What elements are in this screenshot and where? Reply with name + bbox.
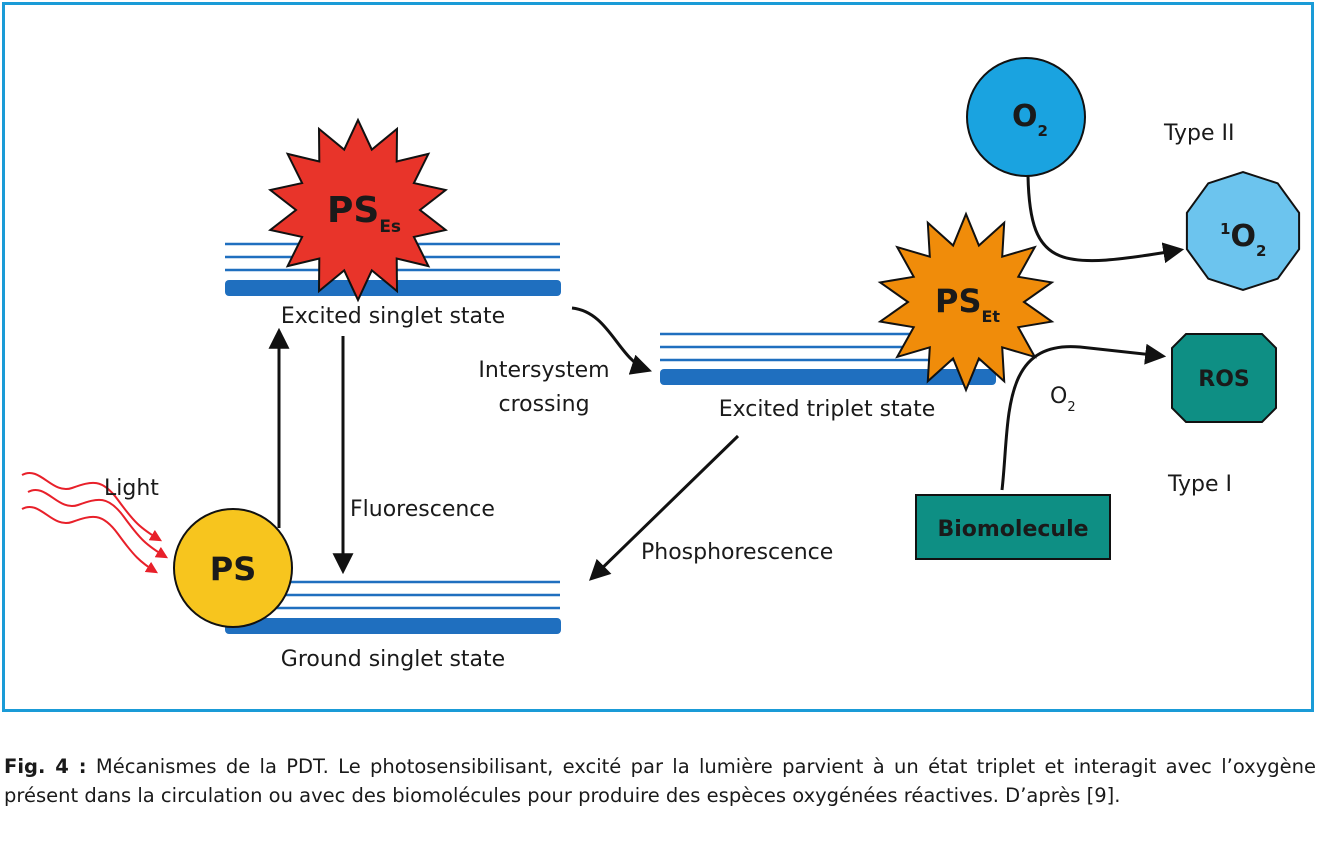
fluorescence-label: Fluorescence <box>350 497 495 522</box>
ps-ground-node: PS <box>173 508 293 628</box>
figure-frame <box>2 2 1314 712</box>
svg-text:Biomolecule: Biomolecule <box>937 517 1088 542</box>
ground-singlet-state-label: Ground singlet state <box>281 647 505 672</box>
phosphorescence-arrow <box>588 434 740 581</box>
crossing-label: crossing <box>498 392 589 417</box>
ps-excited-singlet-node: PSEs <box>267 117 449 303</box>
oxygen-node: O2 <box>966 57 1086 177</box>
svg-text:1O2: 1O2 <box>1220 219 1266 260</box>
svg-text:PSEs: PSEs <box>327 190 401 237</box>
svg-text:PSEt: PSEt <box>935 282 1000 326</box>
svg-text:ROS: ROS <box>1198 367 1250 392</box>
figure-caption: Fig. 4 : Mécanismes de la PDT. Le photos… <box>4 752 1316 810</box>
type-i-label: Type I <box>1167 472 1232 497</box>
intersystem-label: Intersystem <box>478 358 609 383</box>
type-ii-label: Type II <box>1163 121 1235 146</box>
svg-text:O2: O2 <box>1012 99 1048 140</box>
light-label: Light <box>104 476 159 501</box>
ros-node: ROS <box>1171 333 1277 423</box>
type-ii-arrow <box>1026 175 1185 264</box>
caption-text: Mécanismes de la PDT. Le photosensibilis… <box>4 755 1316 807</box>
biomolecule-node: Biomolecule <box>915 494 1111 560</box>
excited-singlet-state-label: Excited singlet state <box>281 304 505 329</box>
phosphorescence-label: Phosphorescence <box>641 540 833 565</box>
o2-reactant-label: O2 <box>1050 384 1076 415</box>
intersystem-crossing-arrow <box>571 306 652 375</box>
type-i-arrow <box>1000 343 1167 491</box>
light-rays <box>21 472 169 574</box>
caption-prefix: Fig. 4 : <box>4 755 87 778</box>
excited-triplet-state-label: Excited triplet state <box>719 397 936 422</box>
singlet-oxygen-node: 1O2 <box>1185 170 1301 292</box>
svg-text:PS: PS <box>210 550 257 588</box>
ps-excited-triplet-node: PSEt <box>877 211 1055 393</box>
